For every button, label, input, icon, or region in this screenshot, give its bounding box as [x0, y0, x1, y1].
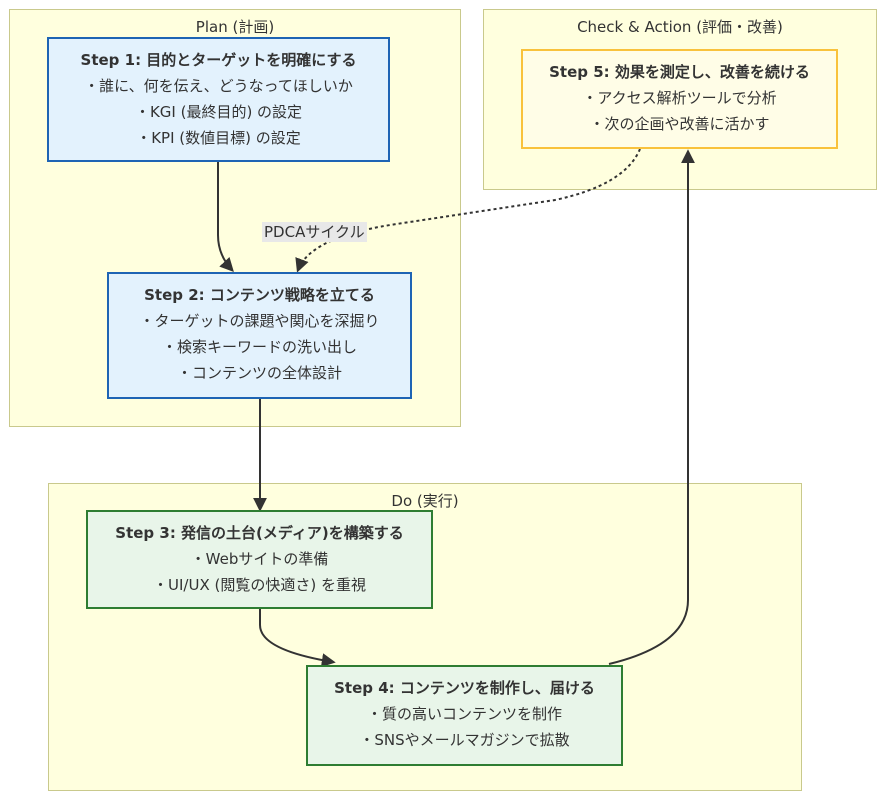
step1-title: Step 1: 目的とターゲットを明確にする	[80, 51, 357, 69]
step5-line-1: ・アクセス解析ツールで分析	[582, 89, 777, 107]
cluster-do-title: Do (実行)	[391, 492, 459, 510]
edge-step5-step2-dotted	[295, 148, 641, 273]
edge-label-pdca: PDCAサイクル	[262, 222, 367, 242]
step3-title: Step 3: 発信の土台(メディア)を構築する	[115, 524, 404, 542]
node-step2[interactable]: Step 2: コンテンツ戦略を立てる ・ターゲットの課題や関心を深掘り ・検索…	[107, 272, 412, 399]
step4-line-2: ・SNSやメールマガジンで拡散	[359, 731, 570, 749]
step1-line-2: ・KGI (最終目的) の設定	[134, 103, 303, 121]
step4-line-1: ・質の高いコンテンツを制作	[366, 705, 562, 723]
edge-step4-step5	[608, 149, 695, 665]
step1-line-1: ・誰に、何を伝え、どうなってほしいか	[84, 77, 353, 95]
step5-title: Step 5: 効果を測定し、改善を続ける	[549, 63, 810, 81]
node-step4[interactable]: Step 4: コンテンツを制作し、届ける ・質の高いコンテンツを制作 ・SNS…	[306, 665, 623, 766]
node-step3[interactable]: Step 3: 発信の土台(メディア)を構築する ・Webサイトの準備 ・UI/…	[86, 510, 433, 609]
step3-line-2: ・UI/UX (閲覧の快適さ) を重視	[153, 576, 366, 594]
edge-step1-step2	[217, 162, 234, 273]
step5-line-2: ・次の企画や改善に活かす	[589, 115, 770, 133]
step2-line-3: ・コンテンツの全体設計	[176, 364, 342, 382]
cluster-check-title: Check & Action (評価・改善)	[577, 18, 783, 36]
step2-line-1: ・ターゲットの課題や関心を深掘り	[139, 312, 380, 330]
edge-step3-step4	[259, 608, 336, 668]
step2-line-2: ・検索キーワードの洗い出し	[161, 338, 357, 356]
step3-line-1: ・Webサイトの準備	[190, 550, 329, 568]
node-step1[interactable]: Step 1: 目的とターゲットを明確にする ・誰に、何を伝え、どうなってほしい…	[47, 37, 390, 162]
step4-title: Step 4: コンテンツを制作し、届ける	[334, 679, 595, 697]
step1-line-3: ・KPI (数値目標) の設定	[136, 129, 301, 147]
node-step5[interactable]: Step 5: 効果を測定し、改善を続ける ・アクセス解析ツールで分析 ・次の企…	[521, 49, 838, 149]
step2-title: Step 2: コンテンツ戦略を立てる	[144, 286, 375, 304]
cluster-plan-title: Plan (計画)	[195, 18, 275, 36]
